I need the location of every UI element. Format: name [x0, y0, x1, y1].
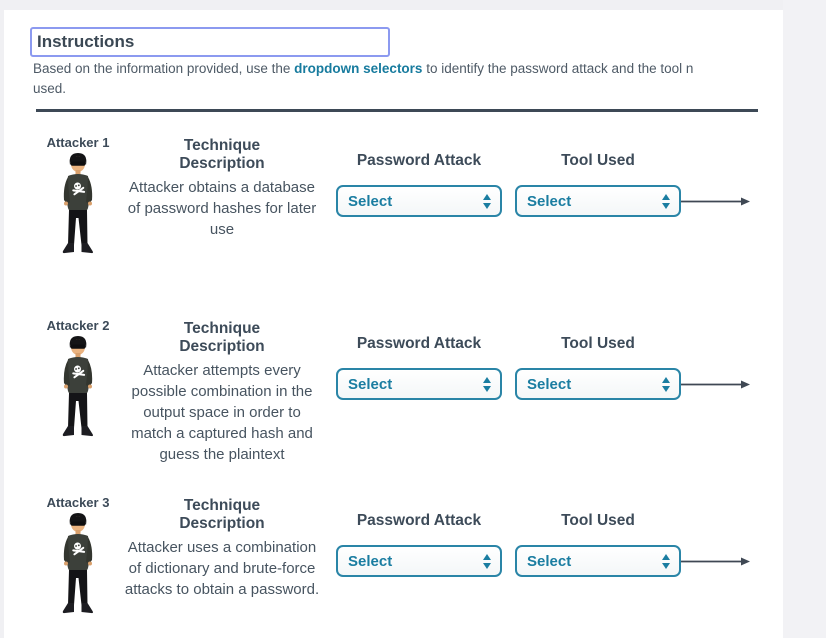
tool-used-header: Tool Used	[561, 152, 635, 169]
attacker-figure-icon	[55, 335, 101, 439]
content-panel: Instructions Based on the information pr…	[4, 10, 783, 638]
right-arrow-icon	[681, 378, 751, 391]
tool-used-select[interactable]: Select	[515, 185, 681, 217]
updown-arrows-icon	[662, 193, 670, 209]
attacker-name: Attacker 1	[46, 135, 110, 150]
left-gutter	[0, 0, 4, 638]
password-attack-header: Password Attack	[356, 512, 482, 529]
instructions-text: Based on the information provided, use t…	[33, 59, 758, 99]
attacker-row: Attacker 3	[4, 495, 783, 638]
instructions-line2: used.	[33, 81, 67, 96]
technique-heading: Technique Description	[179, 137, 265, 172]
top-gutter	[0, 0, 826, 10]
technique-heading: Technique Description	[179, 320, 265, 355]
tool-used-header: Tool Used	[561, 512, 635, 529]
attacker-name: Attacker 2	[46, 318, 110, 333]
attacker-row: Attacker 2	[4, 318, 783, 503]
instructions-line1-pre: Based on the information provided, use t…	[33, 61, 295, 76]
page-title: Instructions	[37, 32, 135, 51]
select-value: Select	[527, 552, 572, 570]
right-gutter	[783, 0, 826, 638]
technique-description: Attacker obtains a database of password …	[127, 179, 317, 238]
select-value: Select	[527, 192, 572, 210]
technique-heading: Technique Description	[179, 497, 265, 532]
select-value: Select	[348, 192, 393, 210]
password-attack-select[interactable]: Select	[336, 185, 502, 217]
password-attack-header: Password Attack	[356, 335, 482, 352]
updown-arrows-icon	[662, 376, 670, 392]
tool-used-select[interactable]: Select	[515, 545, 681, 577]
updown-arrows-icon	[483, 553, 491, 569]
instructions-line1-bold: dropdown selectors	[294, 61, 423, 76]
instructions-line1-post: to identify the password attack and the …	[422, 61, 694, 76]
tool-used-header: Tool Used	[561, 335, 635, 352]
technique-description: Attacker uses a combination of dictionar…	[124, 539, 320, 598]
attacker-figure-icon	[55, 512, 101, 616]
password-attack-select[interactable]: Select	[336, 545, 502, 577]
attacker-figure-icon	[55, 152, 101, 256]
select-value: Select	[348, 552, 393, 570]
technique-description: Attacker attempts every possible combina…	[131, 362, 313, 463]
select-value: Select	[527, 375, 572, 393]
divider	[36, 109, 758, 112]
right-arrow-icon	[681, 555, 751, 568]
select-value: Select	[348, 375, 393, 393]
updown-arrows-icon	[662, 553, 670, 569]
right-arrow-icon	[681, 195, 751, 208]
tool-used-select[interactable]: Select	[515, 368, 681, 400]
password-attack-select[interactable]: Select	[336, 368, 502, 400]
updown-arrows-icon	[483, 193, 491, 209]
password-attack-header: Password Attack	[356, 152, 482, 169]
updown-arrows-icon	[483, 376, 491, 392]
instructions-line1: Based on the information provided, use t…	[33, 59, 758, 79]
instructions-heading: Instructions	[30, 27, 390, 57]
attacker-row: Attacker 1	[4, 135, 783, 320]
attacker-name: Attacker 3	[46, 495, 110, 510]
